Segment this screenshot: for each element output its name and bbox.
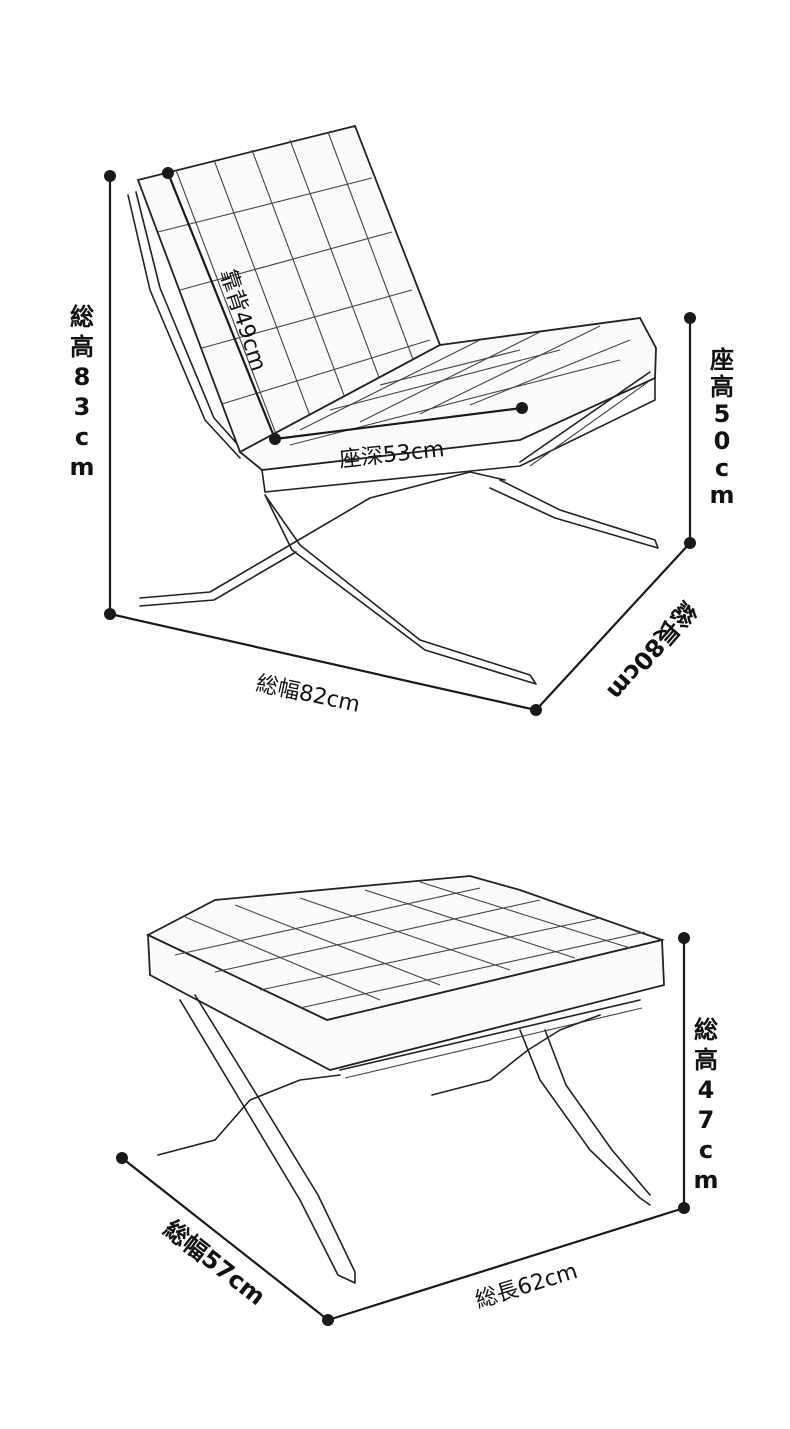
chair-seat-cushion [238,317,657,471]
chair-seat-tufting [289,325,631,446]
vertical-label-char: 3 [74,393,91,421]
vertical-label-char: 総 [70,303,94,331]
chair-total-width-label: 総幅82cm [254,671,362,717]
chair-dimension-lines [104,167,696,716]
vertical-label-char: 5 [714,400,731,428]
vertical-label-char: m [69,453,94,481]
chair-back-tufting [157,131,431,435]
chair-front-leg [264,494,537,685]
ottoman-illustration [145,875,666,1284]
vertical-label-char: 7 [698,1106,715,1134]
vertical-label-char: 0 [714,427,731,455]
ottoman-left-leg [179,994,356,1284]
vertical-label-char: 高 [70,333,94,361]
vertical-label-char: 高 [710,373,734,401]
vertical-label-char: 総 [694,1016,718,1044]
ottoman-dimension-lines [116,932,690,1326]
vertical-label-char: m [693,1166,718,1194]
ottoman-tufting [174,881,646,1009]
chair-rear-leg [139,471,506,599]
vertical-label-char: 4 [698,1076,715,1104]
ottoman-total-length-label: 総長62cm [472,1259,580,1314]
vertical-label-char: 高 [694,1046,718,1074]
chair-illustration [127,124,659,685]
vertical-label-char: 8 [74,363,91,391]
vertical-label-char: c [715,454,729,482]
vertical-label-char: c [75,423,89,451]
vertical-label-char: c [699,1136,713,1164]
chair-total-length-label: 総長80cm [601,596,701,705]
vertical-label-char: 座 [710,346,734,374]
ottoman-cushion-side [147,933,665,1071]
vertical-label-char: m [709,481,734,509]
ottoman-right-leg [519,1029,651,1206]
